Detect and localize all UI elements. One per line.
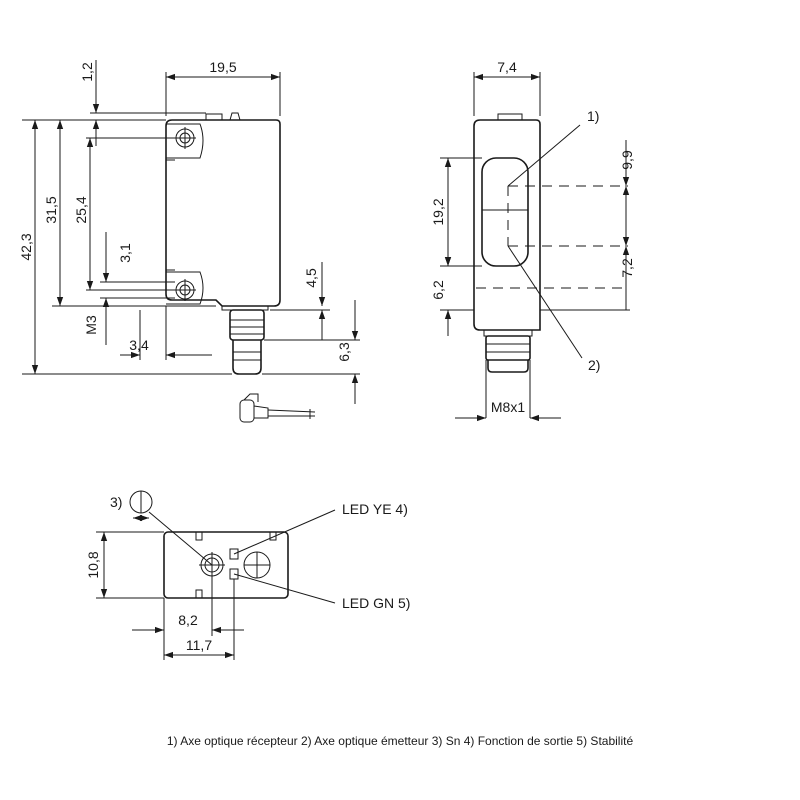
callout-sn: 3) [110, 494, 122, 510]
top-dim-height: 10,8 [85, 551, 101, 578]
side-dim-axis-spacing: 9,9 [619, 150, 635, 170]
callout-receiver: 1) [587, 108, 599, 124]
side-dim-axis-bottom: 7,2 [619, 258, 635, 278]
side-body-outline [473, 119, 541, 331]
front-mounting-hole-top [166, 123, 204, 159]
side-dim-width: 7,4 [497, 59, 517, 75]
side-connector [483, 329, 533, 373]
side-dim-window: 19,2 [430, 198, 446, 225]
side-connector-thread: M8x1 [491, 399, 525, 415]
side-view: 1) 2) 7,4 19,2 6,2 9,9 7,2 M8x1 [430, 59, 635, 422]
top-dim-pot-offset: 8,2 [178, 612, 198, 628]
front-dim-hole-offset: 3,1 [117, 243, 133, 263]
front-dim-width: 19,5 [209, 59, 236, 75]
front-dim-total-height: 42,3 [18, 233, 34, 260]
led-green-label: LED GN 5) [342, 595, 410, 611]
led-yellow-label: LED YE 4) [342, 501, 408, 517]
top-body-outline [163, 531, 289, 599]
front-dim-top-offset: 1,2 [79, 62, 95, 82]
legend-caption: 1) Axe optique récepteur 2) Axe optique … [166, 734, 634, 748]
front-mounting-hole-bottom [166, 271, 204, 305]
front-cable-icon [239, 393, 316, 423]
front-dim-body-height: 31,5 [43, 196, 59, 223]
top-view: 3) LED YE 4) LED GN 5) 10,8 8,2 11,7 [85, 490, 410, 660]
front-dim-connector-length: 6,3 [336, 342, 352, 362]
callout-emitter: 2) [588, 357, 600, 373]
front-view: 19,5 1,2 42,3 31,5 25,4 3,1 M3 3,4 4,5 6… [18, 59, 360, 423]
front-dim-hole-edge: 3,4 [129, 337, 149, 353]
front-connector [221, 305, 269, 375]
rotate-adjust-icon [129, 490, 153, 522]
front-dim-connector-offset: 4,5 [303, 268, 319, 288]
side-dim-window-bottom: 6,2 [430, 280, 446, 300]
front-body-outline [165, 119, 281, 307]
led-yellow [229, 548, 239, 560]
front-dim-thread: M3 [83, 315, 99, 335]
side-optical-window [481, 157, 529, 267]
top-dim-led-offset: 11,7 [186, 637, 212, 653]
front-dim-hole-spacing: 25,4 [73, 196, 89, 223]
